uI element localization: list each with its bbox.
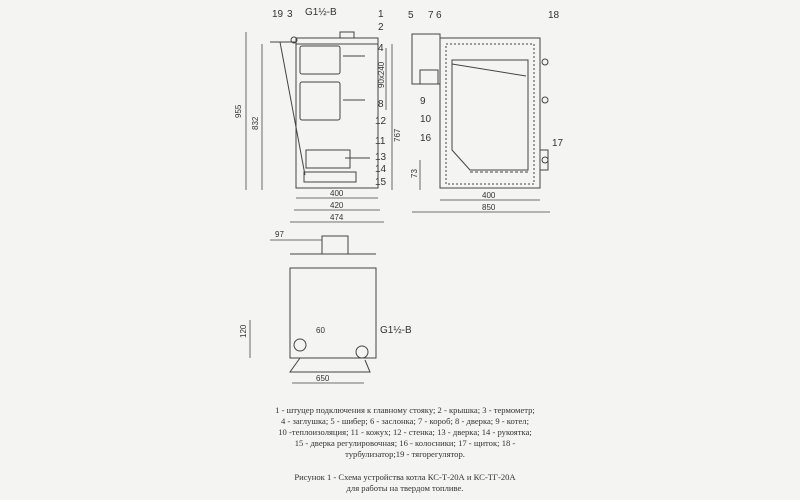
callout-15: 15: [375, 177, 387, 188]
plan-body: [289, 267, 377, 359]
front-door-ash: [305, 149, 351, 169]
side-damper: [419, 69, 439, 85]
callout-10: 10: [420, 114, 432, 125]
plan-pipe-left: [293, 338, 307, 352]
callout-11: 11: [375, 136, 386, 147]
callout-12: 12: [375, 116, 387, 127]
callout-4: 4: [378, 43, 384, 54]
dim-text-60: 60: [316, 326, 325, 335]
dim-text-420: 420: [330, 201, 344, 210]
legend: 1 - штуцер подключения к главному стояку…: [245, 405, 565, 460]
dim-text-90x240: 90x240: [377, 61, 386, 88]
callout-19: 19: [272, 9, 284, 20]
side-dimensions: [412, 160, 550, 213]
callout-8: 8: [378, 99, 384, 110]
front-door-upper: [299, 45, 341, 75]
callout-17: 17: [552, 138, 564, 149]
side-boiler-core: [451, 59, 529, 171]
caption-line: для работы на твердом топливе.: [346, 483, 464, 493]
callout-14: 14: [375, 164, 387, 175]
callout-7: 7: [428, 10, 434, 21]
plan-dimensions: [249, 239, 364, 384]
front-view: [270, 31, 379, 189]
legend-line: 15 - дверка регулировочная; 16 - колосни…: [294, 438, 516, 448]
plan-pipe-right: [355, 345, 369, 359]
dim-text-97: 97: [275, 230, 284, 239]
side-fitting-2: [541, 96, 549, 104]
callout-9: 9: [420, 96, 426, 107]
side-outer-casing: [439, 37, 541, 189]
plan-front-panel: [289, 357, 371, 373]
side-insulation: [445, 43, 535, 185]
legend-line: 1 - штуцер подключения к главному стояку…: [275, 405, 535, 415]
legend-line: турбулизатор;19 - тягорегулятор.: [345, 449, 465, 459]
figure-caption: Рисунок 1 - Схема устройства котла КС-Т-…: [245, 472, 565, 494]
front-dimensions: [245, 32, 393, 223]
side-fitting-3: [541, 156, 549, 164]
dim-text-850: 850: [482, 203, 496, 212]
dim-text-73: 73: [410, 169, 419, 178]
nozzle-1: [339, 31, 355, 39]
dim-text-832: 832: [251, 116, 260, 130]
callout-18: 18: [548, 10, 560, 21]
thread-label-top: G1½-B: [305, 7, 337, 18]
side-fitting-1: [541, 58, 549, 66]
dim-text-650: 650: [316, 374, 330, 383]
callout-16: 16: [420, 133, 432, 144]
legend-line: 10 -теплоизоляция; 11 - кожух; 12 - стен…: [278, 427, 532, 437]
dim-text-400a: 400: [330, 189, 344, 198]
side-flue-box: [411, 33, 441, 85]
plan-flue-outlet: [321, 235, 349, 255]
dim-text-474: 474: [330, 213, 344, 222]
side-turbulizer: [451, 63, 527, 77]
side-view: [411, 33, 549, 189]
dim-text-400b: 400: [482, 191, 496, 200]
dim-text-120: 120: [239, 324, 248, 338]
dim-text-955: 955: [234, 104, 243, 118]
callout-13: 13: [375, 152, 387, 163]
caption-line: Рисунок 1 - Схема устройства котла КС-Т-…: [294, 472, 516, 482]
legend-line: 4 - заглушка; 5 - шибер; 6 - заслонка; 7…: [281, 416, 529, 426]
callout-1: 1: [378, 9, 384, 20]
thermometer-symbol: [290, 36, 298, 44]
callout-5: 5: [408, 10, 414, 21]
callout-2: 2: [378, 22, 384, 33]
side-shield: [539, 149, 549, 171]
front-body: [295, 37, 379, 189]
plan-view: [289, 235, 377, 373]
dim-text-767: 767: [393, 128, 402, 142]
front-door-middle: [299, 81, 341, 121]
callout-3: 3: [287, 9, 293, 20]
thread-label-plan: G1½-B: [380, 325, 412, 336]
regulator-chain: [279, 41, 306, 176]
front-regulation-door: [303, 171, 357, 183]
callout-6: 6: [436, 10, 442, 21]
